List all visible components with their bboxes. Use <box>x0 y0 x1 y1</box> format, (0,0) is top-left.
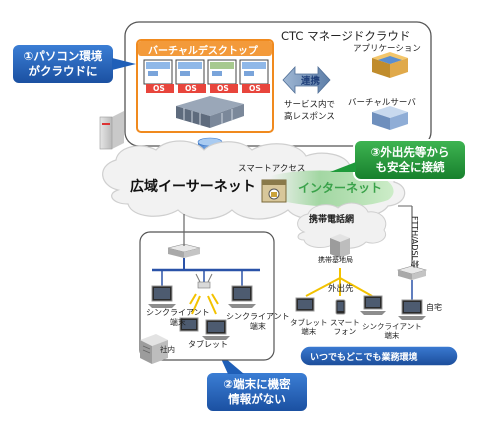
os-screens <box>143 59 270 93</box>
anywhere-banner <box>299 345 459 367</box>
application-label: アプリケーション <box>353 44 421 54</box>
os-screen <box>207 59 238 93</box>
callout1-line2: がクラウドに <box>28 64 98 78</box>
smartphone-line1: スマート <box>330 318 360 327</box>
os-label: OS <box>217 84 229 93</box>
callout1-line1: ①パソコン環境 <box>23 49 103 63</box>
mobile-network-cloud <box>297 202 387 249</box>
linkage-label: 連携 <box>301 76 321 87</box>
anywhere-banner-text: いつでもどこでも業務環境 <box>310 353 418 363</box>
internal-server-icon <box>140 334 168 364</box>
home-label: 自宅 <box>426 303 442 312</box>
mobile-base-station-icon <box>330 234 350 258</box>
office-thin-client-left-icon <box>148 285 176 308</box>
virtual-server-label: バーチャルサーバ <box>348 98 416 108</box>
outside-thin-client-icon <box>360 295 386 315</box>
outside-thin-client-label: シンクライアント 端末 <box>362 322 422 340</box>
callout3-line1: ③外出先等から <box>370 145 450 159</box>
thin-client-line2: 端末 <box>384 331 400 340</box>
os-screen <box>239 59 270 93</box>
virtual-desktop-header <box>138 41 272 56</box>
thin-client-line1: シンクライアント <box>362 322 422 331</box>
callout-pc-environment-text: ①パソコン環境 がクラウドに <box>12 49 114 79</box>
os-label: OS <box>249 84 261 93</box>
home-thin-client-icon <box>398 299 426 320</box>
office-laptop-icon <box>202 319 230 340</box>
application-icon <box>372 52 408 78</box>
office-tablet-icon <box>179 317 199 332</box>
fttx-label: FTTH/ADSL等 <box>410 216 419 268</box>
thin-client-line2: 端末 <box>169 318 186 327</box>
mobile-wireless-links <box>305 268 373 297</box>
os-screen <box>143 59 174 93</box>
callout3-line2: も安全に接続 <box>375 160 445 174</box>
outside-tablet-icon <box>295 297 315 312</box>
desktop-server-rack-icon <box>176 96 244 128</box>
thin-client-line2: 端末 <box>249 322 266 331</box>
wifi-access-point-icon <box>189 273 219 315</box>
thin-client-line1: シンクライアント <box>226 312 290 321</box>
office-router-icon <box>167 243 201 258</box>
os-screen <box>175 59 206 93</box>
base-station-label: 携帯基地局 <box>318 256 353 264</box>
office-tablet-label: タブレット <box>188 340 228 349</box>
os-label: OS <box>153 84 165 93</box>
outside-label: 外出先 <box>328 284 354 294</box>
thin-client-line1: シンクライアント <box>146 308 210 317</box>
virtual-desktop-label: バーチャルデスクトップ <box>148 46 258 57</box>
office-thin-client-right-icon <box>228 285 256 308</box>
callout-no-confidential-data-text: ②端末に機密 情報がない <box>206 377 308 407</box>
office-thin-client-right-label: シンクライアント 端末 <box>226 312 290 332</box>
callout-secure-connection <box>330 139 467 181</box>
tablet-terminal-line2: 端末 <box>301 327 317 336</box>
smart-access-gateway-icon <box>261 179 287 203</box>
virtual-server-icon <box>372 106 408 130</box>
os-label: OS <box>185 84 197 93</box>
ctc-server-icon <box>99 111 124 150</box>
wan-label: 広域イーサーネット <box>130 179 256 195</box>
smart-access-label: スマートアクセス <box>238 164 306 174</box>
tablet-terminal-line1: タブレット <box>290 318 328 327</box>
office-thin-client-left-label: シンクライアント 端末 <box>146 308 210 328</box>
cloud-title: CTC マネージドクラウド <box>281 29 411 43</box>
outside-smartphone-icon <box>335 299 346 315</box>
callout-secure-connection-text: ③外出先等から も安全に接続 <box>354 145 466 175</box>
service-note-line1: サービス内で <box>284 100 336 110</box>
linkage-arrow-icon <box>282 65 331 95</box>
mobile-network-label: 携帯電話網 <box>309 215 355 225</box>
outside-tablet-label: タブレット 端末 <box>290 318 328 336</box>
callout-pc-environment <box>11 43 136 85</box>
internal-label: 社内 <box>160 345 175 354</box>
internet-label: インターネット <box>298 181 383 195</box>
callout2-line2: 情報がない <box>228 392 286 406</box>
outside-smartphone-label: スマート フォン <box>330 318 360 336</box>
office-lan-frame <box>139 231 275 361</box>
home-router-icon <box>396 265 428 280</box>
callout2-line1: ②端末に機密 <box>223 377 291 391</box>
service-note-line2: 高レスポンス <box>284 112 335 122</box>
smartphone-line2: フォン <box>333 327 357 336</box>
